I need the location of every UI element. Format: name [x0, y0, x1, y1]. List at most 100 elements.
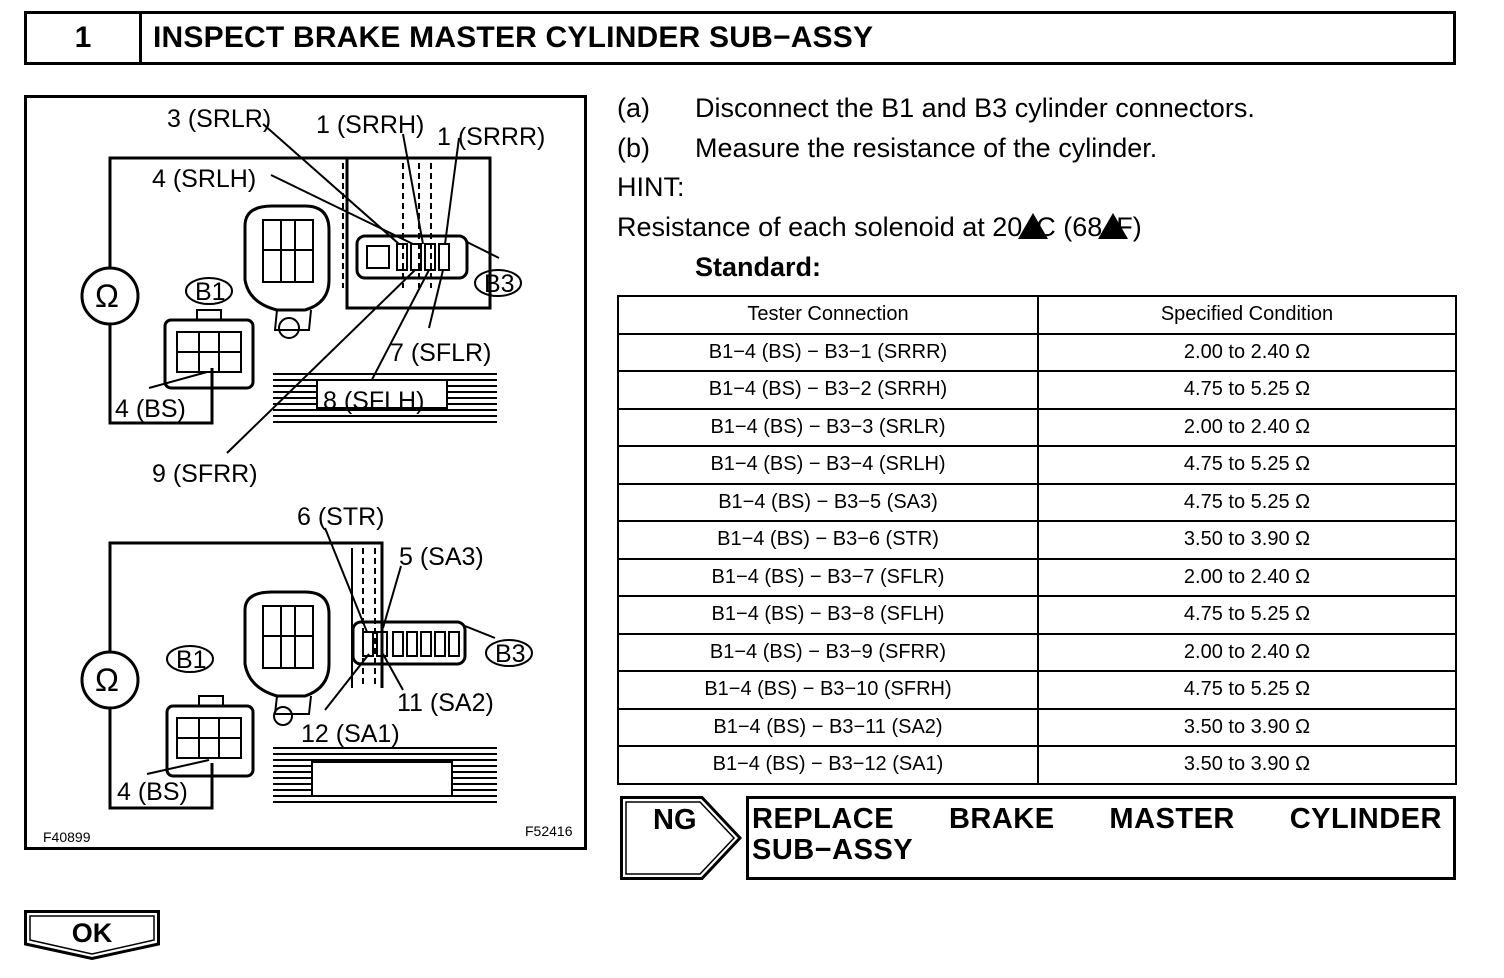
- ng-label: NG: [653, 804, 697, 836]
- step-b: (b) Measure the resistance of the cylinde…: [617, 128, 1157, 168]
- step-b-marker: (b): [617, 133, 650, 163]
- specified-condition: 2.00 to 2.40 Ω: [1037, 332, 1457, 372]
- degree-glyph-icon: [1018, 213, 1049, 239]
- bottom-sensor-body: [243, 590, 331, 698]
- table-row: B1−4 (BS) − B3−2 (SRRH)4.75 to 5.25 Ω: [617, 370, 1457, 410]
- ohm-symbol-top: Ω: [95, 278, 119, 314]
- wiring-diagram: 3 (SRLR) 1 (SRRH) 1 (SRRR) 4 (SRLH) B1 B…: [24, 95, 587, 850]
- label-sa3: 5 (SA3): [399, 543, 484, 571]
- table-row: B1−4 (BS) − B3−11 (SA2)3.50 to 3.90 Ω: [617, 707, 1457, 747]
- ng-result-box[interactable]: NG REPLACE BRAKE MASTER CYLINDER SUB−ASS…: [620, 796, 1456, 880]
- label-bs-bottom: 4 (BS): [117, 778, 188, 806]
- specified-condition: 3.50 to 3.90 Ω: [1037, 707, 1457, 747]
- degree-glyph-icon: [1098, 213, 1129, 239]
- header-specified-condition: Specified Condition: [1037, 295, 1457, 335]
- tester-connection: B1−4 (BS) − B3−8 (SFLH): [617, 595, 1039, 635]
- table-row: B1−4 (BS) − B3−5 (SA3)4.75 to 5.25 Ω: [617, 482, 1457, 522]
- step-a-marker: (a): [617, 93, 650, 123]
- table-row: B1−4 (BS) − B3−6 (STR)3.50 to 3.90 Ω: [617, 520, 1457, 560]
- tester-connection: B1−4 (BS) − B3−5 (SA3): [617, 482, 1039, 522]
- ng-action: REPLACE BRAKE MASTER CYLINDER SUB−ASSY: [752, 804, 1442, 866]
- spec-table: Tester Connection Specified Condition B1…: [617, 295, 1457, 785]
- specified-condition: 4.75 to 5.25 Ω: [1037, 445, 1457, 485]
- tester-connection: B1−4 (BS) − B3−11 (SA2): [617, 707, 1039, 747]
- table-row: B1−4 (BS) − B3−4 (SRLH)4.75 to 5.25 Ω: [617, 445, 1457, 485]
- label-sflh: 8 (SFLH): [323, 387, 424, 415]
- b1-bottom-oval: [166, 645, 214, 673]
- step-number: 1: [27, 14, 142, 62]
- b3-top-oval: [474, 269, 522, 297]
- table-row: B1−4 (BS) − B3−9 (SFRR)2.00 to 2.40 Ω: [617, 632, 1457, 672]
- label-sa2: 11 (SA2): [397, 689, 494, 717]
- label-b3-bottom: B3: [495, 640, 526, 668]
- top-sensor-body: [243, 204, 331, 312]
- tester-connection: B1−4 (BS) − B3−2 (SRRH): [617, 370, 1039, 410]
- top-b3-connector: [355, 234, 469, 280]
- bottom-meter-lead: [108, 708, 214, 810]
- b1-top-oval: [185, 277, 233, 305]
- label-srlr: 3 (SRLR): [167, 105, 271, 133]
- top-b1-connector: [163, 318, 255, 390]
- table-row: B1−4 (BS) − B3−10 (SFRH)4.75 to 5.25 Ω: [617, 670, 1457, 710]
- table-row: B1−4 (BS) − B3−8 (SFLH)4.75 to 5.25 Ω: [617, 595, 1457, 635]
- ng-action-line2: SUB−ASSY: [752, 834, 914, 866]
- specified-condition: 4.75 to 5.25 Ω: [1037, 595, 1457, 635]
- table-row: B1−4 (BS) − B3−1 (SRRR)2.00 to 2.40 Ω: [617, 332, 1457, 372]
- hint-label: HINT:: [617, 172, 685, 202]
- ng-box-outline: [620, 796, 1456, 880]
- figure-code-left: F40899: [43, 829, 91, 845]
- tester-connection: B1−4 (BS) − B3−7 (SFLR): [617, 557, 1039, 597]
- step-b-text: Measure the resistance of the cylinder.: [695, 133, 1158, 163]
- label-sflr: 7 (SFLR): [390, 339, 491, 367]
- label-b1-bottom: B1: [176, 646, 207, 674]
- specified-condition: 2.00 to 2.40 Ω: [1037, 407, 1457, 447]
- tester-connection: B1−4 (BS) − B3−9 (SFRR): [617, 632, 1039, 672]
- tester-connection: B1−4 (BS) − B3−1 (SRRR): [617, 332, 1039, 372]
- ng-word: REPLACE: [752, 803, 895, 835]
- label-srrh: 1 (SRRH): [316, 111, 424, 139]
- ng-word: MASTER: [1109, 803, 1235, 835]
- label-bs-top: 4 (BS): [115, 395, 186, 423]
- table-row: B1−4 (BS) − B3−12 (SA1)3.50 to 3.90 Ω: [617, 745, 1457, 785]
- ng-word: BRAKE: [948, 803, 1055, 835]
- specified-condition: 2.00 to 2.40 Ω: [1037, 632, 1457, 672]
- label-sfrr: 9 (SFRR): [152, 460, 258, 488]
- table-row: B1−4 (BS) − B3−3 (SRLR)2.00 to 2.40 Ω: [617, 407, 1457, 447]
- bottom-ohmmeter-icon: [80, 650, 140, 710]
- b3-bottom-oval: [485, 639, 533, 667]
- label-srlh: 4 (SRLH): [152, 165, 256, 193]
- resistance-c: C (68: [1036, 212, 1103, 242]
- diagram-svg: 3 (SRLR) 1 (SRRH) 1 (SRRR) 4 (SRLH) B1 B…: [43, 105, 573, 845]
- specified-condition: 2.00 to 2.40 Ω: [1037, 557, 1457, 597]
- ng-action-line1: REPLACE BRAKE MASTER CYLINDER: [752, 804, 1442, 835]
- ok-arrow-outline: [24, 910, 160, 960]
- bottom-harness-wire: [108, 541, 384, 688]
- label-b3-top: B3: [484, 270, 515, 298]
- ok-result-button[interactable]: OK: [24, 910, 160, 960]
- top-harness-wire: [108, 156, 492, 310]
- step-header: 1 INSPECT BRAKE MASTER CYLINDER SUB−ASSY: [24, 11, 1456, 65]
- standard-label: Standard:: [695, 252, 822, 282]
- tester-connection: B1−4 (BS) − B3−10 (SFRH): [617, 670, 1039, 710]
- step-a: (a) Disconnect the B1 and B3 cylinder con…: [617, 88, 1255, 128]
- specified-condition: 3.50 to 3.90 Ω: [1037, 520, 1457, 560]
- specified-condition: 3.50 to 3.90 Ω: [1037, 745, 1457, 785]
- step-a-text: Disconnect the B1 and B3 cylinder connec…: [695, 93, 1255, 123]
- specified-condition: 4.75 to 5.25 Ω: [1037, 670, 1457, 710]
- tester-connection: B1−4 (BS) − B3−4 (SRLH): [617, 445, 1039, 485]
- ok-label: OK: [71, 918, 113, 948]
- label-str: 6 (STR): [297, 503, 385, 531]
- top-ohmmeter-icon: [80, 266, 140, 326]
- specified-condition: 4.75 to 5.25 Ω: [1037, 482, 1457, 522]
- label-b1-top: B1: [195, 278, 226, 306]
- table-row: B1−4 (BS) − B3−7 (SFLR)2.00 to 2.40 Ω: [617, 557, 1457, 597]
- figure-code-right: F52416: [525, 823, 573, 839]
- ng-word: CYLINDER: [1289, 803, 1442, 835]
- table-header-row: Tester Connection Specified Condition: [617, 295, 1457, 335]
- specified-condition: 4.75 to 5.25 Ω: [1037, 370, 1457, 410]
- step-title: INSPECT BRAKE MASTER CYLINDER SUB−ASSY: [153, 21, 874, 54]
- top-meter-lead: [108, 323, 214, 425]
- tester-connection: B1−4 (BS) − B3−6 (STR): [617, 520, 1039, 560]
- resistance-f: F): [1116, 212, 1142, 242]
